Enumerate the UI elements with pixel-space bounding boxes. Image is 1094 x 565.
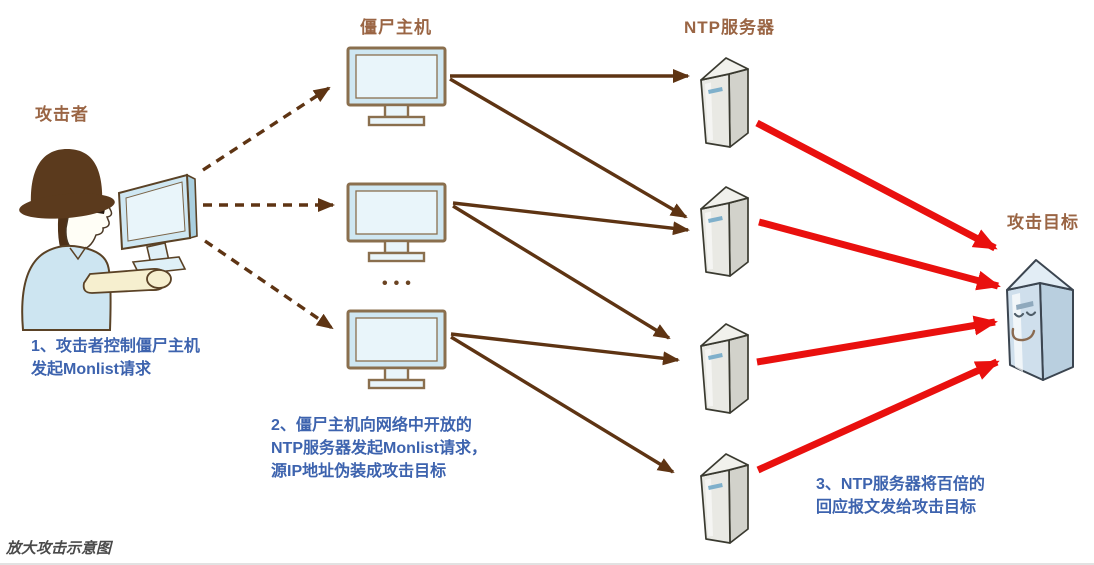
attacker-label: 攻击者 <box>35 105 89 124</box>
zombie-host-1 <box>346 46 447 127</box>
step2-line3: 源IP地址伪装成攻击目标 <box>271 463 447 480</box>
reply-arrow-4 <box>756 358 1000 474</box>
attacker-figure <box>19 149 198 331</box>
request-arrow-6 <box>450 335 675 474</box>
hat-icon <box>19 149 115 219</box>
request-arrow-5 <box>450 332 680 366</box>
step2-line2: NTP服务器发起Monlist请求， <box>271 440 487 457</box>
command-arrow-1 <box>202 86 331 172</box>
ntp-server-4 <box>700 453 749 544</box>
diagram-caption: 放大攻击示意图 <box>6 541 112 557</box>
reply-arrow-1 <box>755 119 998 252</box>
attacker-hand <box>146 269 172 289</box>
reply-arrows <box>755 119 1001 474</box>
step1-line1: 1、攻击者控制僵尸主机 <box>31 338 200 355</box>
ntp-server-3 <box>700 323 749 414</box>
request-arrows <box>449 69 690 474</box>
zombie-host-3 <box>346 309 447 390</box>
step3-line1: 3、NTP服务器将百倍的 <box>816 476 985 493</box>
step2-line1: 2、僵尸主机向网络中开放的 <box>271 417 472 434</box>
reply-arrow-3 <box>756 315 998 366</box>
request-arrow-4 <box>452 204 671 340</box>
request-arrow-3 <box>452 201 690 236</box>
command-arrow-3 <box>204 239 334 330</box>
ntp-server-1 <box>700 57 749 148</box>
step1-annotation: 1、攻击者控制僵尸主机 发起Monlist请求 <box>31 335 200 381</box>
target-server <box>1006 259 1074 381</box>
step3-line2: 回应报文发给攻击目标 <box>816 499 977 516</box>
ntp-server-2 <box>700 186 749 277</box>
step2-annotation: 2、僵尸主机向网络中开放的 NTP服务器发起Monlist请求， 源IP地址伪装… <box>271 414 487 483</box>
more-zombies-ellipsis: ••• <box>382 275 417 292</box>
sad-face-icon <box>1011 311 1037 342</box>
attack-target-label: 攻击目标 <box>1007 213 1079 232</box>
attacker-monitor <box>117 173 198 275</box>
request-arrow-2 <box>449 77 688 219</box>
step1-line2: 发起Monlist请求 <box>31 361 151 378</box>
zombie-host-2 <box>346 182 447 263</box>
command-arrows <box>202 86 335 330</box>
zombie-hosts-label: 僵尸主机 <box>360 18 432 37</box>
ntp-servers-label: NTP服务器 <box>684 18 775 37</box>
step3-annotation: 3、NTP服务器将百倍的 回应报文发给攻击目标 <box>816 473 985 519</box>
reply-arrow-2 <box>758 218 1001 291</box>
